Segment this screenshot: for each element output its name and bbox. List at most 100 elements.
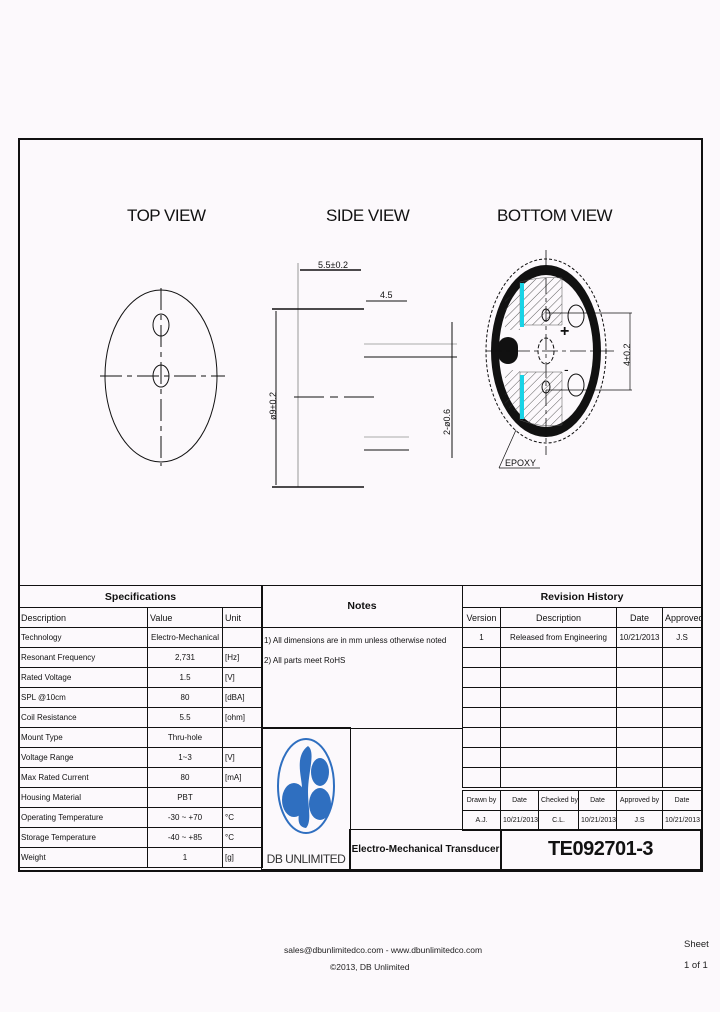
drawing-frame <box>18 138 703 872</box>
revision-history-title: Revision History <box>461 585 703 608</box>
logo-text: DB UNLIMITED <box>266 852 346 866</box>
column-header-approved: Approved <box>661 607 703 628</box>
revision-approved <box>661 687 703 708</box>
spec-value: 1~3 <box>147 747 223 768</box>
dimension-pin-length: 4.5 <box>380 290 393 300</box>
spec-description: Rated Voltage <box>18 667 148 688</box>
product-name: Electro-Mechanical Transducer <box>349 829 502 870</box>
spec-unit: °C <box>221 827 264 848</box>
spec-value: 1.5 <box>147 667 223 688</box>
signoff-value: J.S <box>616 810 663 831</box>
revision-date <box>616 727 663 748</box>
revision-description <box>500 647 617 668</box>
revision-row <box>462 667 703 688</box>
spec-description: Storage Temperature <box>18 827 148 848</box>
revision-date: 10/21/2013 <box>616 627 663 648</box>
dimension-diameter: ø9±0.2 <box>268 392 278 420</box>
dimension-pin-spacing: 4±0.2 <box>622 344 632 366</box>
signoff-value: 10/21/2013 <box>662 810 702 831</box>
revision-description <box>500 687 617 708</box>
signoff-header: Date <box>662 790 702 811</box>
revision-version <box>462 687 501 708</box>
signoff-header: Date <box>500 790 539 811</box>
minus-terminal-label: - <box>564 361 569 377</box>
spec-unit: [g] <box>221 847 264 868</box>
spec-unit <box>221 627 264 648</box>
bottom-view-drawing: + - 4±0.2 EPOXY <box>485 250 632 469</box>
revision-version <box>462 747 501 768</box>
signoff-header: Drawn by <box>462 790 501 811</box>
sheet-number: 1 of 1 <box>684 960 708 971</box>
revision-version <box>462 727 501 748</box>
column-header-unit: Unit <box>221 607 264 628</box>
spec-value: 80 <box>147 687 223 708</box>
logo-box: DB UNLIMITED <box>261 727 351 870</box>
spec-description: SPL @10cm <box>18 687 148 708</box>
spec-unit: [mA] <box>221 767 264 788</box>
spec-unit: [dBA] <box>221 687 264 708</box>
spec-description: Technology <box>18 627 148 648</box>
column-header-description: Description <box>18 607 148 628</box>
revision-version <box>462 667 501 688</box>
spec-description: Mount Type <box>18 727 148 748</box>
bottom-view-title: BOTTOM VIEW <box>497 206 613 225</box>
revision-version <box>462 707 501 728</box>
revision-approved <box>661 647 703 668</box>
column-header-version: Version <box>462 607 501 628</box>
sheet-label: Sheet <box>684 939 709 950</box>
specifications-title: Specifications <box>17 585 264 608</box>
revision-approved <box>661 707 703 728</box>
spec-value: 5.5 <box>147 707 223 728</box>
revision-approved <box>661 667 703 688</box>
revision-date <box>616 767 663 788</box>
spec-value: 80 <box>147 767 223 788</box>
technical-drawings: 5.5±0.2 4.5 ø9±0.2 2-ø0.6 <box>100 250 632 488</box>
side-view-title: SIDE VIEW <box>326 206 410 225</box>
revision-description <box>500 767 617 788</box>
signoff-value: 10/21/2013 <box>500 810 539 831</box>
notes-title: Notes <box>262 586 462 628</box>
revision-row <box>462 727 703 748</box>
revision-version <box>462 767 501 788</box>
plus-terminal-label: + <box>560 323 569 340</box>
spec-value: -30 ~ +70 <box>147 807 223 828</box>
spec-description: Coil Resistance <box>18 707 148 728</box>
signoff-value: A.J. <box>462 810 501 831</box>
revision-date <box>616 687 663 708</box>
spec-value: Thru-hole <box>147 727 223 748</box>
signoff-header: Approved by <box>616 790 663 811</box>
revision-approved <box>661 727 703 748</box>
copyright: ©2013, DB Unlimited <box>330 962 410 972</box>
spec-value: 1 <box>147 847 223 868</box>
revision-description: Released from Engineering <box>500 627 617 648</box>
revision-approved <box>661 767 703 788</box>
revision-description <box>500 707 617 728</box>
revision-row <box>462 747 703 768</box>
db-unlimited-logo <box>277 738 335 834</box>
revision-date <box>616 647 663 668</box>
revision-row <box>462 707 703 728</box>
spec-description: Resonant Frequency <box>18 647 148 668</box>
revision-version: 1 <box>462 627 501 648</box>
revision-version <box>462 647 501 668</box>
signoff-header: Checked by <box>538 790 579 811</box>
column-header-date: Date <box>616 607 663 628</box>
spec-unit: [Hz] <box>221 647 264 668</box>
notes-box: Notes 1) All dimensions are in mm unless… <box>261 585 463 729</box>
spec-description: Max Rated Current <box>18 767 148 788</box>
spec-value: -40 ~ +85 <box>147 827 223 848</box>
spec-description: Weight <box>18 847 148 868</box>
contact-info: sales@dbunlimitedco.com - www.dbunlimite… <box>284 945 483 955</box>
